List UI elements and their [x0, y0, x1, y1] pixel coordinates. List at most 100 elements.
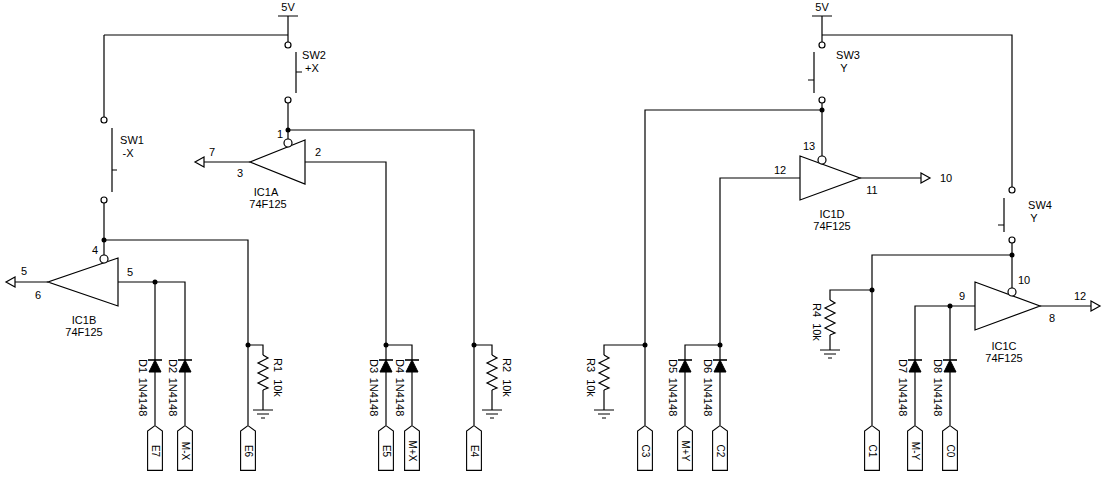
flag-shape: [713, 426, 728, 471]
flag-shape: [908, 426, 923, 471]
connector-flag: M-X: [177, 425, 193, 471]
part-value-label: 1N4148: [897, 378, 908, 417]
schematic-label: 74F125: [985, 353, 1022, 364]
part-value-label: R3: [585, 358, 596, 372]
schematic-label: 10: [1018, 275, 1030, 286]
part-value-label: 1N4148: [167, 378, 178, 417]
part-value-label: D7: [897, 359, 908, 373]
flag-shape: [241, 426, 256, 471]
connector-flag: C3: [637, 425, 653, 471]
schematic-label: SW3: [836, 50, 860, 61]
switch-contacts: [100, 42, 1016, 296]
diodes: [148, 360, 957, 425]
schematic-label: 4: [92, 245, 98, 256]
signal-name: E5: [381, 445, 391, 457]
schematic-label: 13: [803, 141, 815, 152]
part-value-label: D1: [137, 359, 148, 373]
schematic-label: 9: [959, 291, 965, 302]
schematic-label: SW4: [1028, 200, 1052, 211]
schematic-label: SW1: [120, 135, 144, 146]
part-value-label: D5: [667, 359, 678, 373]
grounds: [253, 350, 840, 418]
schematic-label: IC1C: [991, 341, 1016, 352]
signal-name: M+X: [407, 441, 417, 462]
resistors: [258, 300, 835, 390]
part-value-label: D4: [394, 359, 405, 373]
schematic-label: 12: [1074, 291, 1086, 302]
schematic-label: 12: [774, 165, 786, 176]
part-value-label: D8: [932, 359, 943, 373]
signal-name: M+Y: [680, 441, 690, 462]
wires: [6, 16, 1100, 425]
connector-flag: M+X: [404, 425, 420, 471]
part-value-label: D3: [368, 359, 379, 373]
connector-flag: C1: [864, 425, 880, 471]
connector-flag: E4: [466, 425, 482, 471]
schematic-label: 5: [127, 267, 133, 278]
flag-shape: [405, 426, 420, 471]
part-value-label: R4: [811, 303, 822, 317]
signal-name: C3: [640, 445, 650, 458]
flag-shape: [638, 426, 653, 471]
connector-flag: M-Y: [907, 425, 923, 471]
connector-flag: E5: [378, 425, 394, 471]
schematic-label: 74F125: [249, 199, 286, 210]
signal-name: C1: [867, 445, 877, 458]
junction-dots: [102, 108, 1015, 348]
signal-name: M-X: [180, 442, 190, 460]
part-value-label: R2: [501, 358, 512, 372]
schematic-label: 11: [866, 185, 877, 196]
schematic-label: +X: [305, 63, 319, 74]
part-value-label: 10k: [585, 379, 596, 397]
schematic-label: Y: [1030, 213, 1037, 224]
schematic-label: 10: [940, 173, 952, 184]
schematic-label: IC1D: [819, 209, 844, 220]
schematic-label: 2: [315, 147, 321, 158]
connector-flag: E7: [147, 425, 163, 471]
schematic-label: SW2: [302, 50, 326, 61]
flag-shape: [678, 426, 693, 471]
part-value-label: 10k: [501, 379, 512, 397]
flag-shape: [467, 426, 482, 471]
part-value-label: 1N4148: [667, 378, 678, 417]
part-value-label: 1N4148: [702, 378, 713, 417]
schematic-label: 74F125: [813, 221, 850, 232]
schematic-label: IC1B: [72, 315, 96, 326]
schematic-label: 5: [21, 266, 27, 277]
part-value-label: D2: [167, 359, 178, 373]
part-value-label: 10k: [272, 379, 283, 397]
flag-shape: [379, 426, 394, 471]
flag-shape: [865, 426, 880, 471]
signal-name: C2: [715, 445, 725, 458]
part-value-label: D6: [702, 359, 713, 373]
connector-flag: C2: [712, 425, 728, 471]
schematic-label: 74F125: [65, 327, 102, 338]
part-value-label: 1N4148: [394, 378, 405, 417]
signal-name: E4: [469, 445, 479, 457]
flag-shape: [178, 426, 193, 471]
part-value-label: R1: [272, 358, 283, 372]
schematic-label: 8: [1049, 313, 1055, 324]
part-value-label: 10k: [811, 323, 822, 341]
schematic-label: 5V: [815, 2, 828, 13]
signal-name: E7: [150, 445, 160, 457]
schematic-label: 6: [35, 290, 41, 301]
part-value-label: 1N4148: [932, 378, 943, 417]
part-value-label: 1N4148: [137, 378, 148, 417]
signal-name: C0: [945, 445, 955, 458]
flag-shape: [148, 426, 163, 471]
schematic-label: 7: [209, 147, 215, 158]
schematic-label: IC1A: [254, 187, 278, 198]
part-value-label: 1N4148: [368, 378, 379, 417]
schematic-label: 3: [237, 168, 243, 179]
schematic-label: -X: [123, 148, 134, 159]
signal-name: M-Y: [910, 442, 920, 460]
flag-shape: [943, 426, 958, 471]
schematic-label: Y: [840, 63, 847, 74]
connector-flag: M+Y: [677, 425, 693, 471]
schematic-label: 5V: [281, 2, 294, 13]
connector-flag: C0: [942, 425, 958, 471]
connector-flag: E6: [240, 425, 256, 471]
schematic-label: 1: [277, 129, 283, 140]
